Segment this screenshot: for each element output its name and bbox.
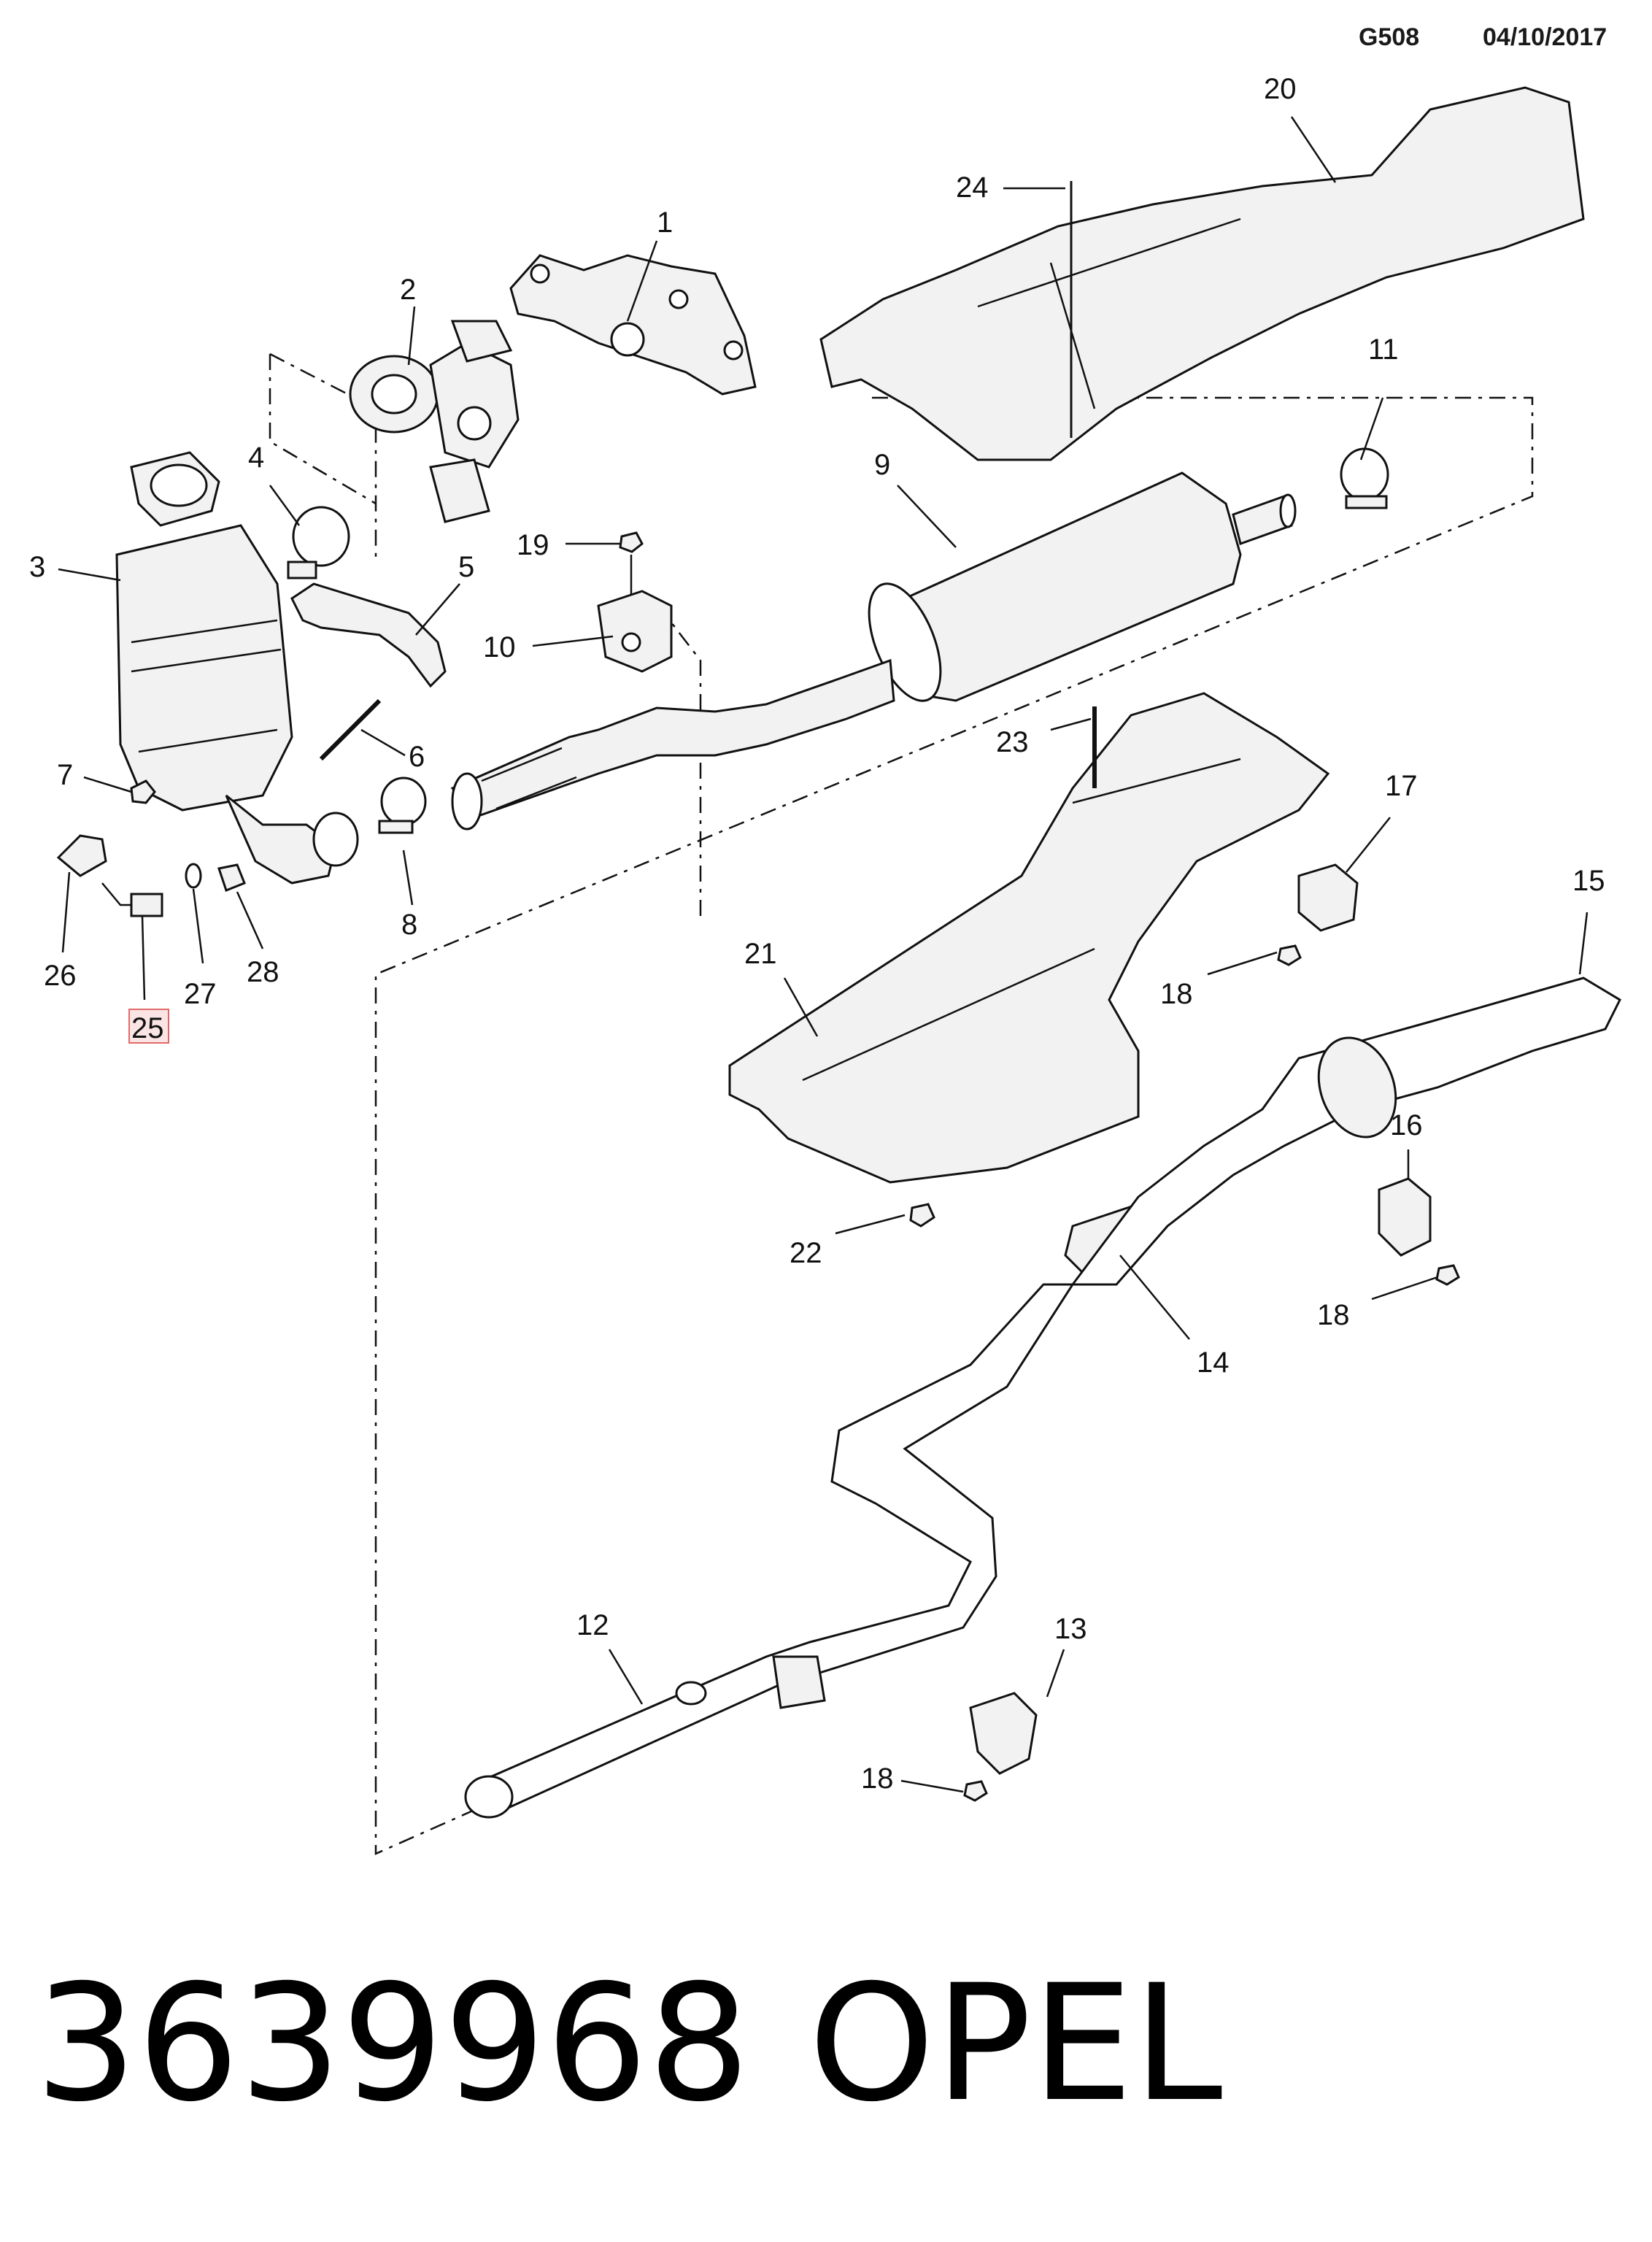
callout-20: 20: [1264, 73, 1297, 105]
hanger-nut[interactable]: [1435, 1264, 1460, 1286]
heat-shield-upper[interactable]: [819, 86, 1585, 461]
callout-13: 13: [1054, 1613, 1087, 1645]
callout-10: 10: [483, 631, 516, 663]
catalytic-converter[interactable]: [115, 451, 359, 885]
rubber-mount[interactable]: [597, 590, 673, 673]
stud[interactable]: [319, 698, 382, 761]
callout-12: 12: [576, 1609, 609, 1641]
callout-15: 15: [1572, 865, 1605, 897]
highlight-box: [128, 1009, 169, 1044]
callout-2: 2: [400, 274, 416, 306]
oxygen-sensor[interactable]: [101, 882, 163, 917]
callout-19: 19: [517, 529, 549, 561]
leader-lines: [58, 116, 1589, 1793]
brand-name: OPEL: [808, 1950, 1223, 2137]
heat-shield-lower[interactable]: [728, 692, 1330, 1184]
callout-17: 17: [1385, 770, 1418, 802]
mount-nut[interactable]: [619, 531, 644, 553]
diagram-date: 04/10/2017: [1483, 23, 1607, 51]
callout-18: 18: [1160, 978, 1193, 1010]
callout-16: 16: [1390, 1109, 1423, 1141]
callout-9: 9: [874, 449, 890, 481]
callout-22: 22: [790, 1237, 822, 1269]
front-exhaust-pipe[interactable]: [464, 1283, 1075, 1819]
callout-18: 18: [1317, 1299, 1350, 1331]
sealing-washer[interactable]: [185, 863, 202, 889]
rear-muffler-mount[interactable]: [1297, 863, 1359, 932]
callout-8: 8: [401, 909, 417, 941]
callout-23: 23: [996, 726, 1029, 758]
callout-4: 4: [248, 442, 264, 474]
support-bracket[interactable]: [290, 582, 447, 688]
sensor-clip[interactable]: [217, 863, 246, 892]
shield-nut[interactable]: [909, 1203, 935, 1228]
callout-25: 25: [131, 1012, 164, 1044]
muffler-clamp[interactable]: [1340, 447, 1389, 509]
callout-18: 18: [861, 1763, 894, 1795]
callout-3: 3: [29, 551, 45, 583]
rear-muffler[interactable]: [1070, 976, 1621, 1286]
assembly-boundary: [269, 353, 1534, 1855]
intermediate-pipe[interactable]: [450, 658, 895, 831]
callout-28: 28: [247, 956, 279, 988]
turbocharger[interactable]: [349, 320, 520, 523]
hanger-nut[interactable]: [963, 1780, 988, 1802]
rear-muffler-hanger[interactable]: [1378, 1177, 1432, 1257]
callout-7: 7: [57, 759, 73, 791]
nut[interactable]: [130, 779, 156, 804]
callout-27: 27: [184, 978, 217, 1010]
callout-1: 1: [657, 207, 673, 239]
callout-6: 6: [409, 741, 425, 773]
diagram-code: G508: [1359, 23, 1420, 51]
exhaust-clamp-bolt[interactable]: [378, 777, 427, 834]
rear-pipe-hanger[interactable]: [969, 1692, 1038, 1775]
callout-21: 21: [744, 938, 777, 970]
hanger-nut[interactable]: [1277, 944, 1302, 966]
callout-5: 5: [458, 551, 474, 583]
callout-labels: 1 2 3 4 5 6 7 8 9 10 11 12 13 14 15 16 1…: [29, 73, 1605, 1795]
exhaust-manifold[interactable]: [509, 254, 757, 396]
callout-24: 24: [956, 172, 989, 204]
callout-11: 11: [1368, 334, 1399, 366]
callout-14: 14: [1197, 1347, 1230, 1379]
sensor-cover[interactable]: [56, 834, 107, 877]
callout-26: 26: [44, 960, 77, 992]
v-band-clamp[interactable]: [287, 506, 350, 579]
part-number: 3639968: [35, 1950, 750, 2137]
